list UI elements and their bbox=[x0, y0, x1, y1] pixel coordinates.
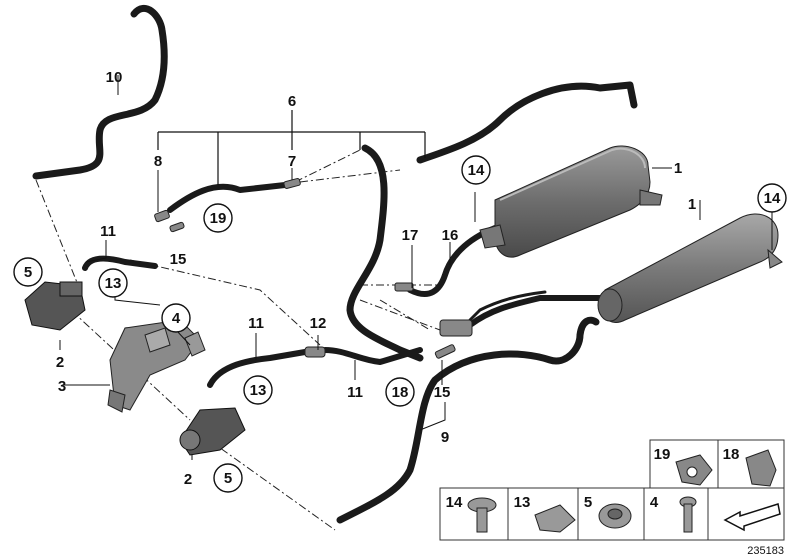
legend-label-14: 14 bbox=[446, 494, 463, 511]
connector-12 bbox=[304, 346, 326, 358]
legend-screw-4 bbox=[679, 496, 697, 533]
callout-19: 19 bbox=[210, 210, 227, 227]
diagram-reference-number: 235183 bbox=[747, 545, 784, 557]
valve-center bbox=[439, 319, 473, 337]
callout-18: 18 bbox=[392, 384, 409, 401]
legend-clip-18 bbox=[745, 449, 777, 487]
legend-label-18: 18 bbox=[723, 446, 740, 463]
callout-5-lower: 5 bbox=[224, 470, 232, 487]
callout-13-upper: 13 bbox=[105, 275, 122, 292]
hose-canister-2 bbox=[467, 295, 603, 328]
hose-10 bbox=[32, 5, 168, 180]
clip-15-left bbox=[169, 221, 185, 233]
callout-2-upper: 2 bbox=[56, 354, 64, 371]
callout-leaders bbox=[59, 75, 773, 460]
parts-legend: 19 18 14 13 5 4 bbox=[439, 439, 785, 541]
legend-label-4: 4 bbox=[650, 494, 659, 511]
connector-17 bbox=[394, 282, 414, 292]
callout-11-mid: 11 bbox=[248, 315, 264, 332]
hose-11-right bbox=[322, 347, 423, 365]
callout-14-left: 14 bbox=[468, 162, 485, 179]
callout-1-lower: 1 bbox=[688, 196, 696, 213]
legend-screw-14 bbox=[467, 497, 497, 533]
callout-1-upper: 1 bbox=[674, 160, 682, 177]
connector-8 bbox=[154, 209, 170, 223]
hose-canister-2-top bbox=[468, 290, 547, 322]
valve-5-lower bbox=[179, 407, 246, 456]
legend-clip-19 bbox=[675, 454, 713, 486]
bracket-3 bbox=[107, 319, 201, 413]
callout-13-lower: 13 bbox=[250, 382, 267, 399]
canister-1-upper bbox=[479, 145, 663, 258]
hose-19 bbox=[167, 182, 288, 213]
callout-12: 12 bbox=[310, 315, 327, 332]
canister-1-lower bbox=[597, 213, 783, 323]
callout-15-left: 15 bbox=[170, 251, 187, 268]
clip-15-right bbox=[434, 344, 456, 359]
fittings bbox=[154, 177, 473, 359]
legend-label-19: 19 bbox=[654, 446, 671, 463]
callout-labels: 1 1 2 2 3 4 5 5 6 7 8 9 10 11 11 11 12 1… bbox=[24, 69, 781, 488]
callout-9: 9 bbox=[441, 429, 449, 446]
callout-15-right: 15 bbox=[434, 384, 451, 401]
callout-circles bbox=[13, 155, 787, 493]
hose-16 bbox=[407, 225, 498, 297]
connector-7 bbox=[283, 177, 301, 189]
hose-top-right bbox=[416, 81, 638, 164]
hose-9 bbox=[336, 316, 600, 524]
part-6-bracket bbox=[157, 110, 426, 185]
legend-nut-5 bbox=[598, 503, 632, 529]
callout-6: 6 bbox=[288, 93, 296, 110]
callout-8: 8 bbox=[154, 153, 162, 170]
callout-10: 10 bbox=[106, 69, 123, 86]
clip-4 bbox=[184, 331, 206, 357]
callout-11-right: 11 bbox=[347, 384, 363, 401]
callout-5-upper: 5 bbox=[24, 264, 32, 281]
hoses bbox=[32, 5, 638, 524]
callout-16: 16 bbox=[442, 227, 459, 244]
callout-17: 17 bbox=[402, 227, 419, 244]
valve-5-upper bbox=[24, 281, 86, 331]
callout-3: 3 bbox=[58, 378, 66, 395]
callout-11-left: 11 bbox=[100, 223, 116, 240]
callout-7: 7 bbox=[288, 153, 296, 170]
legend-label-13: 13 bbox=[514, 494, 531, 511]
legend-arrow-icon bbox=[723, 503, 781, 532]
callout-4: 4 bbox=[172, 310, 181, 327]
hose-11-mid bbox=[207, 349, 308, 388]
legend-clip-13 bbox=[534, 504, 576, 533]
callout-14-right: 14 bbox=[764, 190, 781, 207]
legend-label-5: 5 bbox=[584, 494, 592, 511]
callout-2-lower: 2 bbox=[184, 471, 192, 488]
hose-17 bbox=[346, 144, 424, 362]
